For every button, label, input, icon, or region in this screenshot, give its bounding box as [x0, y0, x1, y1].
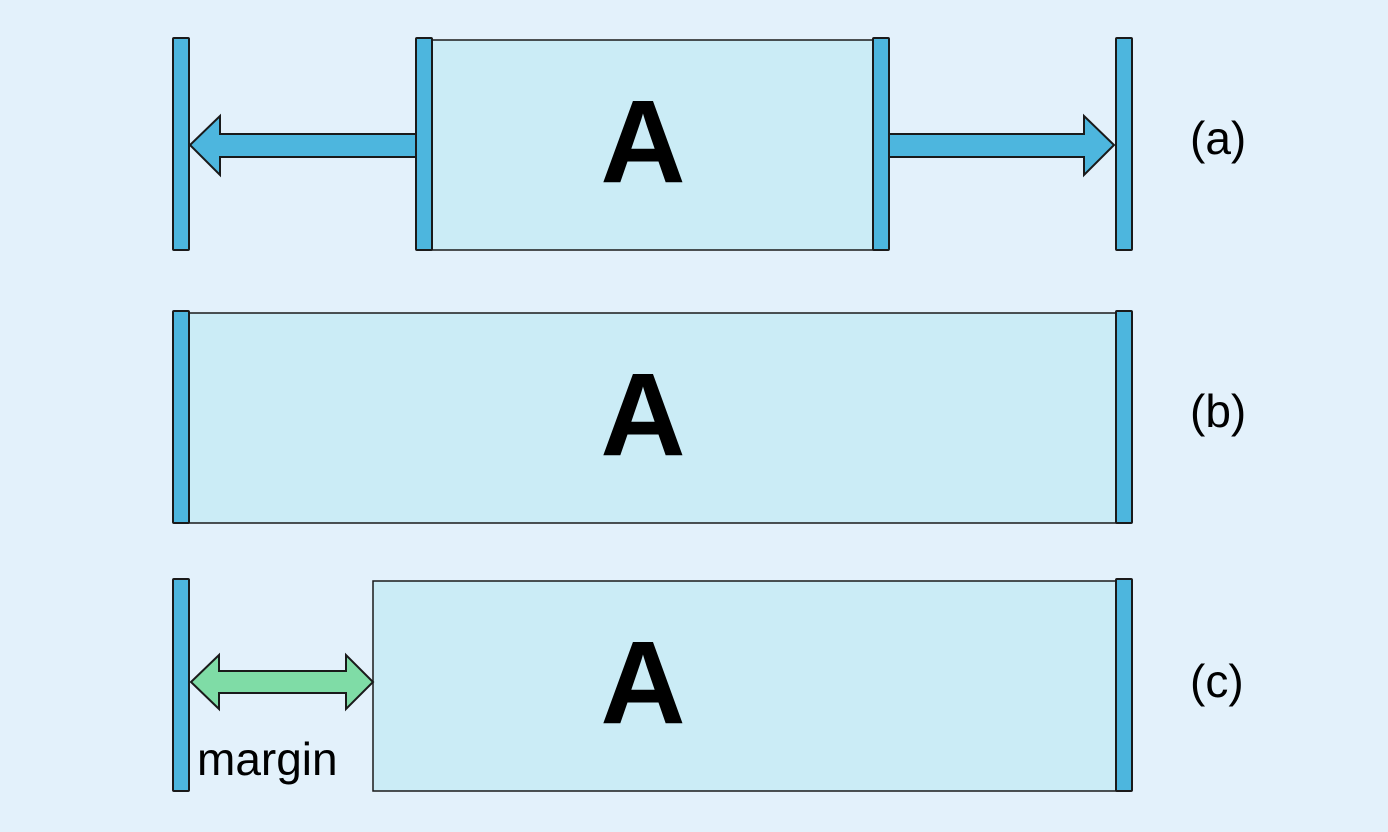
row-a-box-left-edge-bar	[415, 37, 433, 251]
row-b-label: (b)	[1190, 385, 1246, 437]
row-a-label: (a)	[1190, 112, 1246, 164]
row-c-right-anchor-bar	[1115, 578, 1133, 792]
row-a-left-arrow	[188, 113, 417, 178]
row-b-box-label: A	[600, 349, 685, 481]
row-b-box	[180, 312, 1125, 524]
row-c-box	[372, 580, 1125, 792]
row-a-box	[423, 39, 882, 251]
row-c-margin-double-arrow	[189, 652, 375, 712]
row-c-label: (c)	[1190, 655, 1244, 707]
row-a-left-anchor-bar	[172, 37, 190, 251]
row-c: A margin (c)	[172, 578, 1244, 792]
row-a-right-arrow	[888, 113, 1116, 178]
row-a-right-anchor-bar	[1115, 37, 1133, 251]
row-c-left-anchor-bar	[172, 578, 190, 792]
row-b-left-anchor-bar	[172, 310, 190, 524]
row-a: A (a)	[172, 37, 1246, 251]
margin-label: margin	[197, 733, 338, 785]
row-b-right-anchor-bar	[1115, 310, 1133, 524]
row-a-box-label: A	[600, 76, 685, 208]
row-c-box-label: A	[600, 617, 685, 749]
row-a-box-right-edge-bar	[872, 37, 890, 251]
row-b: A (b)	[172, 310, 1246, 524]
